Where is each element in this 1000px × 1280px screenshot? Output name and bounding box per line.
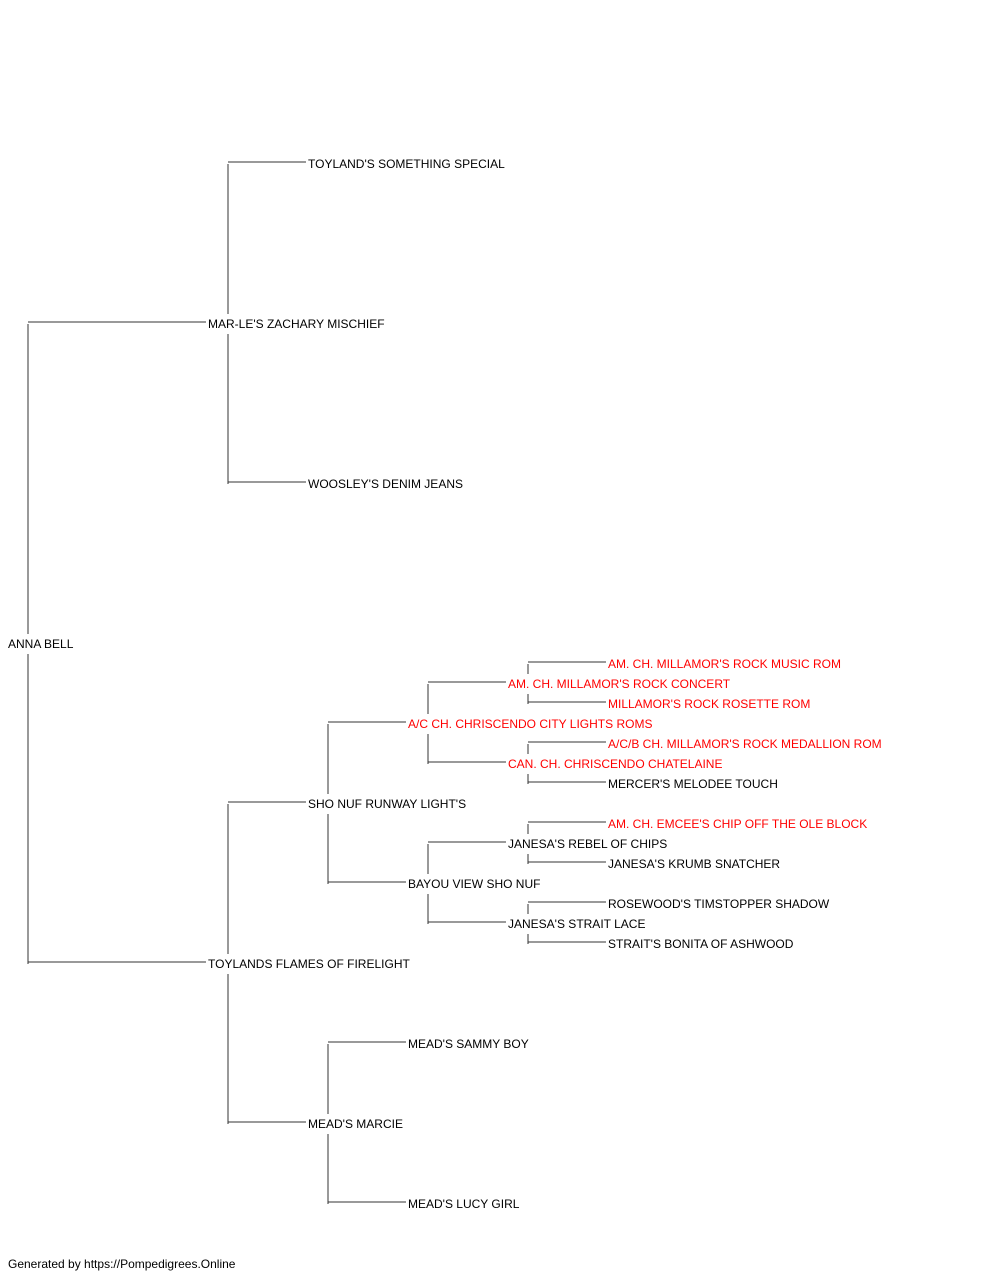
pedigree-name-dd: MEAD'S MARCIE bbox=[308, 1117, 403, 1131]
pedigree-name-dssd: CAN. CH. CHRISCENDO CHATELAINE bbox=[508, 757, 722, 771]
pedigree-name-s: MAR-LE'S ZACHARY MISCHIEF bbox=[208, 317, 385, 331]
pedigree-name-sd: WOOSLEY'S DENIM JEANS bbox=[308, 477, 463, 491]
pedigree-name-dsdss: AM. CH. EMCEE'S CHIP OFF THE OLE BLOCK bbox=[608, 817, 867, 831]
pedigree-name-dsssd: MILLAMOR'S ROCK ROSETTE ROM bbox=[608, 697, 810, 711]
pedigree-name-dsdsd: JANESA'S KRUMB SNATCHER bbox=[608, 857, 780, 871]
generated-by-footer: Generated by https://Pompedigrees.Online bbox=[8, 1257, 236, 1271]
pedigree-name-dss: A/C CH. CHRISCENDO CITY LIGHTS ROMS bbox=[408, 717, 652, 731]
pedigree-name-ddd: MEAD'S LUCY GIRL bbox=[408, 1197, 520, 1211]
pedigree-name-dsds: JANESA'S REBEL OF CHIPS bbox=[508, 837, 667, 851]
pedigree-name-dssdd: MERCER'S MELODEE TOUCH bbox=[608, 777, 778, 791]
pedigree-name-subject: ANNA BELL bbox=[8, 637, 74, 651]
pedigree-name-dsddd: STRAIT'S BONITA OF ASHWOOD bbox=[608, 937, 794, 951]
pedigree-name-dsss: AM. CH. MILLAMOR'S ROCK CONCERT bbox=[508, 677, 731, 691]
pedigree-name-dssss: AM. CH. MILLAMOR'S ROCK MUSIC ROM bbox=[608, 657, 841, 671]
pedigree-name-dsdd: JANESA'S STRAIT LACE bbox=[508, 917, 645, 931]
pedigree-name-d: TOYLANDS FLAMES OF FIRELIGHT bbox=[208, 957, 410, 971]
pedigree-name-dsdds: ROSEWOOD'S TIMSTOPPER SHADOW bbox=[608, 897, 830, 911]
pedigree-name-ss: TOYLAND'S SOMETHING SPECIAL bbox=[308, 157, 505, 171]
pedigree-name-dsd: BAYOU VIEW SHO NUF bbox=[408, 877, 540, 891]
pedigree-name-dssds: A/C/B CH. MILLAMOR'S ROCK MEDALLION ROM bbox=[608, 737, 882, 751]
pedigree-name-dds: MEAD'S SAMMY BOY bbox=[408, 1037, 529, 1051]
pedigree-name-ds: SHO NUF RUNWAY LIGHT'S bbox=[308, 797, 466, 811]
